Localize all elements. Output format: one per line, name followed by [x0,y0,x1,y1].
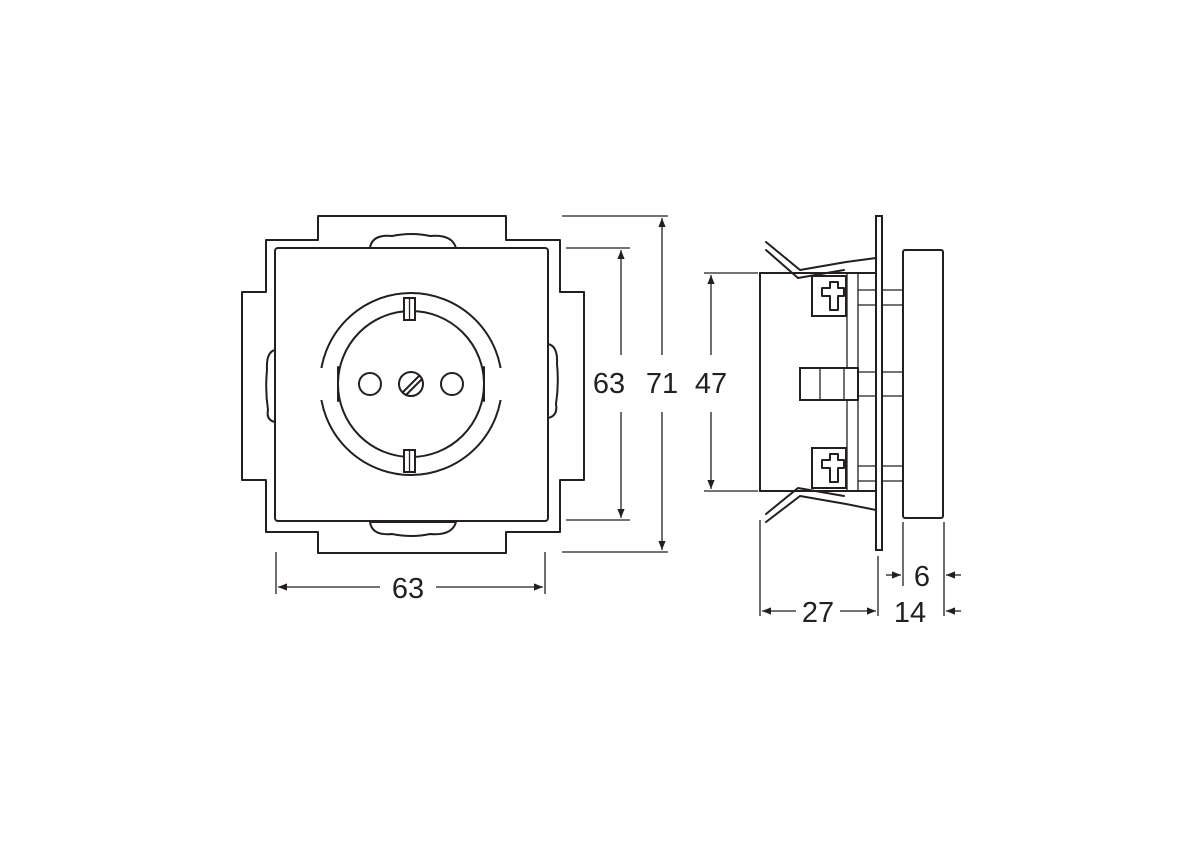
dim-front-width-label: 63 [392,573,424,605]
side-view [759,215,944,551]
dim-front-inner-height: 63 [566,247,630,521]
front-view [241,215,585,554]
screw-icon [398,371,424,397]
right-clip [547,342,559,420]
dim-side-depth-label: 27 [802,597,834,629]
dim-side-height: 47 [695,272,758,492]
pin-hole-left [358,372,382,396]
dim-side-depth: 27 [759,520,879,629]
mounting-plate [875,215,883,551]
dim-front-outer-height: 71 [562,215,678,553]
mounting-frame-outline [241,215,585,554]
dim-side-front-thickness-label: 6 [914,561,930,593]
top-clip [368,233,458,249]
bottom-clip [368,521,458,537]
dim-side-front-thickness: 6 [886,522,961,616]
pin-hole-right [440,372,464,396]
dim-side-height-label: 47 [695,368,727,400]
terminal-top [811,275,847,317]
claw-bottom [765,495,877,523]
dim-front-outer-height-label: 71 [646,368,678,400]
dim-front-width: 63 [275,552,546,605]
terminal-bottom [811,447,847,489]
claw-top [765,241,877,271]
cover-front [902,249,944,519]
dim-side-total-front-label: 14 [894,597,926,629]
left-clip [265,348,276,424]
dim-front-inner-height-label: 63 [593,368,625,400]
dim-side-total-front: 14 [894,597,961,629]
